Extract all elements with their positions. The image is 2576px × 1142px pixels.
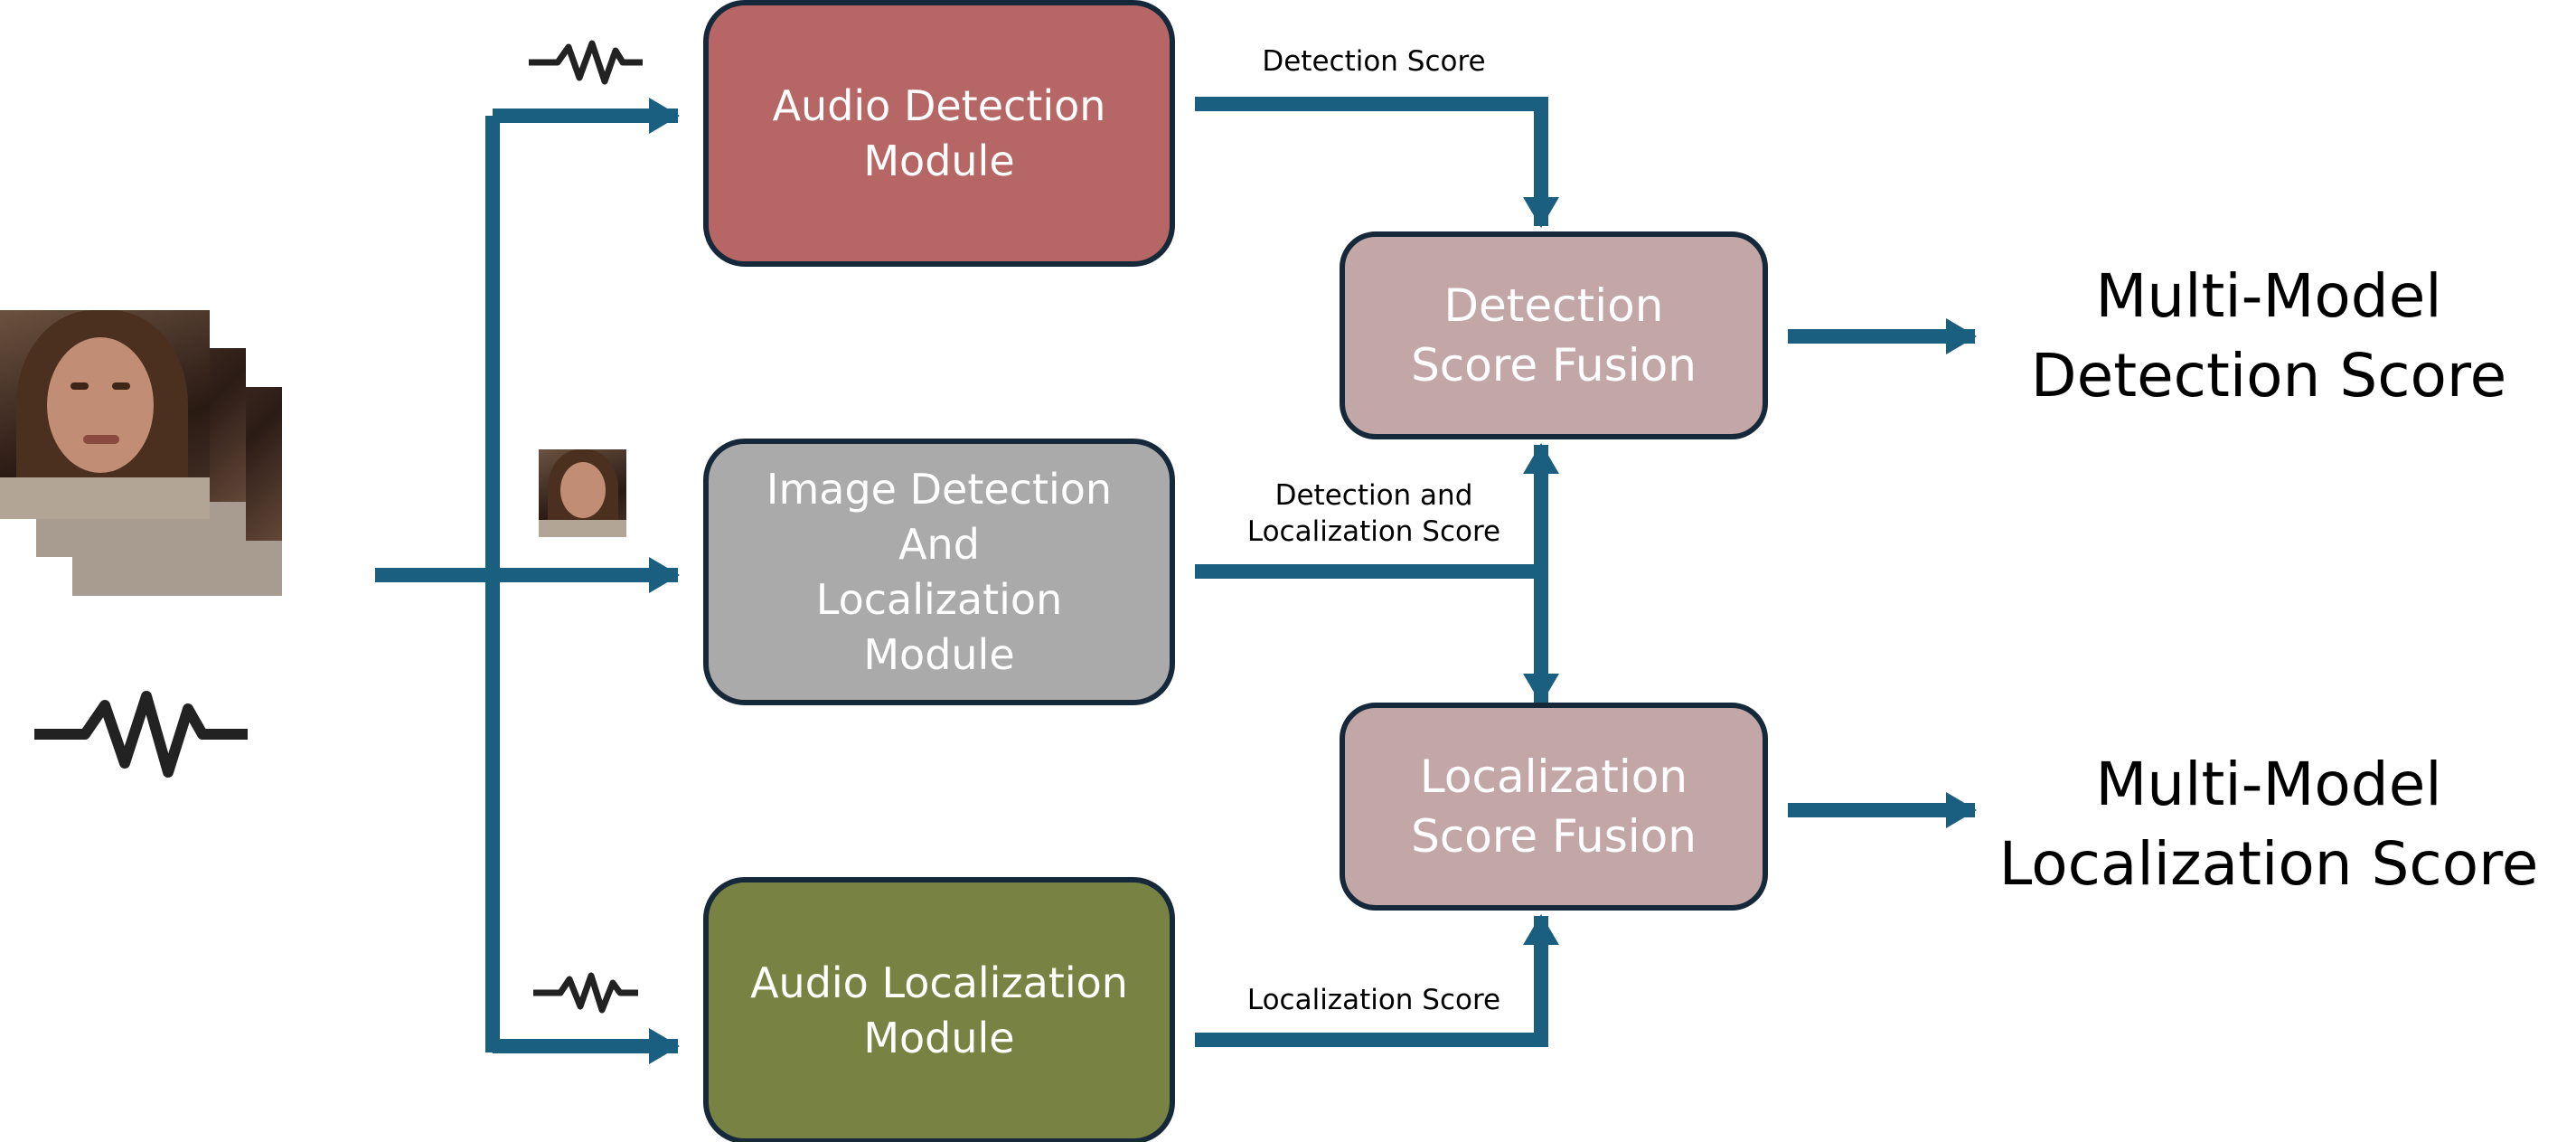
audio-waveform-icon (529, 40, 643, 85)
detection-fusion-label: Detection Score Fusion (1411, 279, 1697, 392)
detection-score-fusion: Detection Score Fusion (1340, 231, 1768, 439)
video-frame-front (0, 310, 210, 519)
audio-detection-module: Audio Detection Module (703, 0, 1175, 267)
audio-detection-module-label: Audio Detection Module (772, 80, 1106, 185)
audio-localization-module: Audio Localization Module (703, 877, 1175, 1142)
localization-output-score: Multi-Model Localization Score (1998, 750, 2539, 899)
audio-localization-module-label: Audio Localization Module (750, 958, 1128, 1062)
audio-waveform-icon (533, 972, 638, 1014)
localization-fusion-label: Localization Score Fusion (1411, 750, 1697, 863)
image-detection-module-label: Image Detection And Localization Module (766, 464, 1113, 679)
arrow-audio-detection-to-fusion (1195, 97, 1559, 228)
detection-localization-score-label: Detection and Localization Score (1246, 479, 1501, 548)
detection-score-label: Detection Score (1262, 45, 1486, 78)
video-frames-icon (0, 310, 282, 596)
localization-score-fusion: Localization Score Fusion (1340, 703, 1768, 911)
face-image-icon (539, 449, 626, 537)
localization-score-label: Localization Score (1246, 984, 1501, 1016)
audio-waveform-icon (34, 691, 248, 778)
image-detection-localization-module: Image Detection And Localization Module (703, 439, 1175, 705)
detection-output-score: Multi-Model Detection Score (2030, 261, 2507, 411)
arrow-audio-localization-to-fusion (1195, 914, 1559, 1047)
